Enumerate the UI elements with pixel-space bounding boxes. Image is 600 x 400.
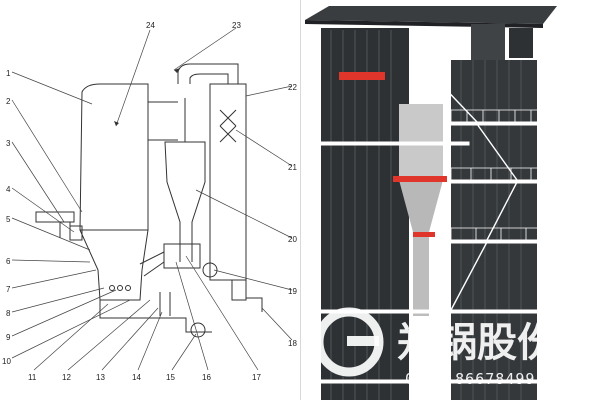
leader-line <box>171 333 197 371</box>
leader-line <box>11 259 91 263</box>
callout-20: 20 <box>288 235 297 244</box>
callout-2: 2 <box>6 97 11 106</box>
callout-12: 12 <box>62 373 71 382</box>
back-pass-hopper <box>231 280 247 301</box>
railings <box>320 121 548 384</box>
leader-line <box>11 269 97 289</box>
callout-14: 14 <box>132 373 141 382</box>
back-pass <box>209 83 247 281</box>
feeder-box <box>69 225 83 241</box>
boiler-3d-render: 郑锅股份 0371-86678499 <box>301 0 600 400</box>
leader-line <box>235 129 293 167</box>
leader-line <box>101 307 159 371</box>
callout-3: 3 <box>6 139 11 148</box>
cyclone-dipleg <box>413 232 429 316</box>
leader-line <box>185 255 259 371</box>
callout-15: 15 <box>166 373 175 382</box>
leader-line <box>11 141 65 223</box>
watermark: 郑锅股份 0371-86678499 <box>314 307 557 388</box>
arrow-icon <box>114 121 119 126</box>
callout-16: 16 <box>202 373 211 382</box>
leader-line <box>33 303 109 371</box>
callout-11: 11 <box>28 373 37 382</box>
red-beam-low <box>413 232 435 237</box>
callout-10: 10 <box>2 357 11 366</box>
leader-line <box>11 287 105 313</box>
callout-4: 4 <box>6 185 11 194</box>
nozzle-icon <box>117 285 123 291</box>
callout-23: 23 <box>232 21 241 30</box>
boiler-schematic: 1 2 3 4 5 6 7 8 9 10 11 12 13 14 15 16 1… <box>2 21 297 382</box>
watermark-brand: 郑锅股份 <box>397 320 557 366</box>
callout-7: 7 <box>6 285 11 294</box>
leader-line <box>173 27 237 71</box>
cyclone-standpipe <box>179 98 193 262</box>
feeder-duct <box>35 211 75 223</box>
leader-line <box>137 311 163 371</box>
furnace-outlet-duct <box>148 101 178 141</box>
leader-line <box>175 261 209 371</box>
callout-21: 21 <box>288 163 297 172</box>
callout-1: 1 <box>6 69 11 78</box>
back-pass-casing <box>451 60 537 400</box>
nozzle-icon <box>125 285 131 291</box>
leader-line <box>11 99 83 213</box>
leader-line <box>245 85 293 97</box>
red-beam-top <box>339 72 385 80</box>
leader-line <box>11 299 131 359</box>
callout-22: 22 <box>288 83 297 92</box>
callout-9: 9 <box>6 333 11 342</box>
callout-6: 6 <box>6 257 11 266</box>
callout-18: 18 <box>288 339 297 348</box>
cyclone-separator <box>164 141 206 245</box>
panel-divider <box>300 0 301 400</box>
leader-line <box>11 187 75 233</box>
furnace-shell <box>79 83 149 231</box>
roof-box <box>509 28 533 58</box>
roof <box>305 6 557 24</box>
feeder-inlet <box>59 222 71 238</box>
leader-line <box>67 299 151 371</box>
crossover-duct <box>177 63 239 84</box>
cyclone-cone <box>399 180 443 232</box>
leader-line <box>213 269 293 291</box>
loop-seal <box>163 243 201 269</box>
callout-8: 8 <box>6 309 11 318</box>
zg-logo <box>314 307 384 377</box>
nozzle-icon <box>109 285 115 291</box>
leader-line <box>11 71 93 105</box>
callout-19: 19 <box>288 287 297 296</box>
leader-line <box>11 217 91 251</box>
callout-24: 24 <box>146 21 155 30</box>
stairs <box>436 79 518 311</box>
flue-outlet <box>246 297 263 312</box>
red-beam-mid <box>393 176 447 182</box>
secondary-air-duct <box>159 292 171 316</box>
callout-13: 13 <box>96 373 105 382</box>
leader-line <box>261 307 293 341</box>
return-leg <box>139 251 165 277</box>
leader-line <box>195 189 293 239</box>
air-duct <box>99 300 212 333</box>
leader-line <box>115 29 151 127</box>
induced-fan-icon <box>202 262 218 278</box>
callout-17: 17 <box>252 373 261 382</box>
arrow-icon <box>174 68 180 73</box>
economizer-marks <box>219 109 237 143</box>
railing-posts <box>450 109 547 240</box>
roof-tower <box>471 24 505 60</box>
furnace-hopper <box>79 229 149 301</box>
leader-line <box>11 289 117 337</box>
watermark-phone: 0371-86678499 <box>405 370 535 388</box>
callout-5: 5 <box>6 215 11 224</box>
primary-fan-icon <box>190 322 206 338</box>
